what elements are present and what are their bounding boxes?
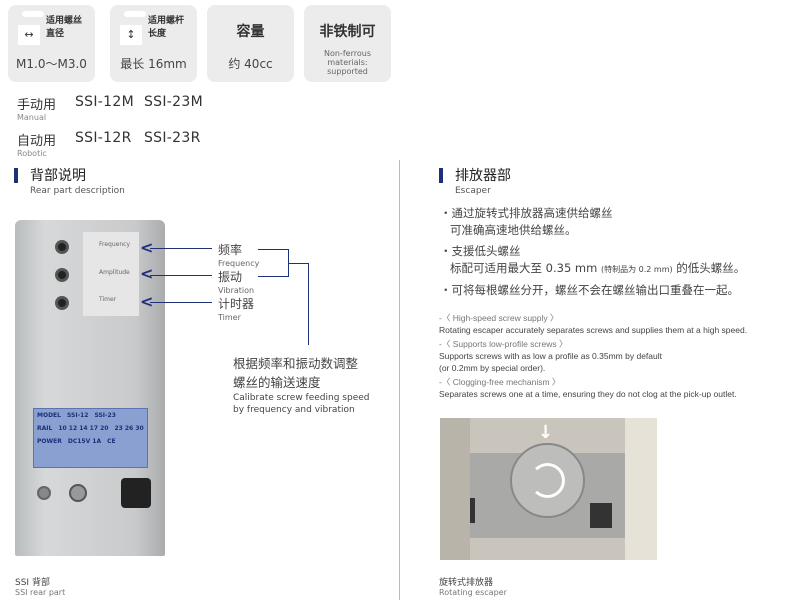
feature-heading: -〈 High-speed screw supply 〉 bbox=[439, 313, 559, 323]
image-caption-en: Rotating escaper bbox=[439, 588, 507, 597]
calibration-note: 根据频率和振动数调整 螺丝的输送速度 Calibrate screw feedi… bbox=[233, 354, 369, 416]
feature-text: ・支援低头螺丝 bbox=[440, 244, 521, 258]
plate-text: RAIL bbox=[37, 425, 53, 432]
spec-card-diameter: ↔ 适用螺丝直径 M1.0～M3.0 bbox=[8, 5, 95, 82]
escaper-features-en: -〈 High-speed screw supply 〉 Rotating es… bbox=[439, 312, 795, 400]
row-sublabel: Manual bbox=[17, 113, 47, 122]
connector-icon bbox=[37, 486, 51, 500]
feature-text: 可准确高速地供给螺丝。 bbox=[450, 223, 577, 237]
feature-body: Supports screws with as low a profile as… bbox=[439, 351, 662, 361]
feature-body: Rotating escaper accurately separates sc… bbox=[439, 325, 748, 335]
device-rear-image: Frequency Amplitude Timer MODEL SSI-12 SSI… bbox=[15, 220, 165, 556]
callout-sublabel: Vibration bbox=[218, 286, 255, 295]
arrow-left-icon: < bbox=[140, 238, 154, 257]
card-label: 适用螺杆 bbox=[148, 16, 185, 26]
note-cn: 螺丝的输送速度 bbox=[233, 375, 321, 390]
feature-text: ・可将每根螺丝分开，螺丝不会在螺丝输出口重叠在一起。 bbox=[440, 283, 739, 297]
spec-card-capacity: 容量 约 40cc bbox=[207, 5, 294, 82]
plate-text: 10 12 14 17 20 bbox=[58, 425, 109, 432]
row-label: 自动用 bbox=[17, 134, 57, 149]
panel-label: Amplitude bbox=[99, 269, 130, 276]
plate-text: SSI-12 bbox=[66, 412, 89, 419]
section-marker bbox=[14, 168, 18, 183]
panel-label: Frequency bbox=[99, 241, 130, 248]
spec-card-nonferrous: 非铁制可 Non-ferrous materials: supported bbox=[304, 5, 391, 82]
plate-text: 23 26 30 bbox=[114, 425, 144, 432]
row-sublabel: Robotic bbox=[17, 149, 47, 158]
card-label: 长度 bbox=[148, 29, 167, 39]
power-socket-icon bbox=[121, 478, 151, 508]
callout-sublabel: Frequency bbox=[218, 259, 260, 268]
callout-label: 振动 bbox=[218, 270, 243, 284]
feature-body: Separates screws one at a time, ensuring… bbox=[439, 389, 737, 399]
feature-body: (or 0.2mm by special order). bbox=[439, 363, 546, 373]
feature-text: ・通过旋转式排放器高速供给螺丝 bbox=[440, 206, 613, 220]
rotate-arrow-icon bbox=[530, 463, 565, 498]
image-caption: 旋转式排放器 bbox=[439, 578, 494, 588]
card-subtitle: Non-ferrous materials: supported bbox=[324, 49, 371, 76]
section-subtitle: Escaper bbox=[455, 186, 491, 196]
card-title: 容量 bbox=[236, 24, 265, 40]
card-label: 适用螺丝 bbox=[46, 16, 83, 26]
note-en: by frequency and vibration bbox=[233, 405, 355, 415]
escaper-features-cn: ・通过旋转式排放器高速供给螺丝 可准确高速地供给螺丝。 ・支援低头螺丝 标配可适… bbox=[440, 205, 790, 299]
callout-sublabel: Timer bbox=[218, 313, 241, 322]
feature-heading: -〈 Clogging-free mechanism 〉 bbox=[439, 377, 561, 387]
escaper-photo: ↓ bbox=[440, 418, 657, 560]
knob bbox=[55, 268, 69, 282]
feature-note: (特制品为 0.2 mm) bbox=[600, 265, 673, 274]
section-title: 背部说明 bbox=[30, 168, 86, 184]
card-title: 非铁制可 bbox=[319, 24, 376, 40]
note-cn: 根据频率和振动数调整 bbox=[233, 356, 359, 371]
section-marker bbox=[439, 168, 443, 183]
section-subtitle: Rear part description bbox=[30, 186, 125, 196]
model-name: SSI-23M bbox=[144, 94, 203, 110]
double-arrow-horizontal-icon: ↔ bbox=[18, 25, 40, 45]
plate-text: MODEL bbox=[37, 412, 61, 419]
arrow-down-icon: ↓ bbox=[538, 422, 554, 443]
arrow-left-icon: < bbox=[140, 264, 154, 283]
card-label: 直径 bbox=[46, 29, 65, 39]
feature-heading: -〈 Supports low-profile screws 〉 bbox=[439, 339, 568, 349]
plate-text: POWER bbox=[37, 438, 62, 445]
image-caption-en: SSI rear part bbox=[15, 588, 66, 597]
card-value: 最长 16mm bbox=[120, 57, 187, 71]
knob bbox=[55, 296, 69, 310]
plate-text: SSI-23 bbox=[94, 412, 116, 419]
card-value: M1.0～M3.0 bbox=[16, 57, 87, 71]
knob bbox=[55, 240, 69, 254]
model-name: SSI-12R bbox=[75, 130, 132, 146]
row-label: 手动用 bbox=[17, 98, 57, 113]
model-name: SSI-12M bbox=[75, 94, 134, 110]
callout-label: 频率 bbox=[218, 243, 243, 257]
section-title: 排放器部 bbox=[455, 168, 511, 184]
ce-mark: CE bbox=[107, 438, 116, 445]
plate-text: DC15V 1A bbox=[67, 438, 102, 445]
card-value: 约 40cc bbox=[228, 57, 273, 71]
model-name: SSI-23R bbox=[144, 130, 201, 146]
arrow-left-icon: < bbox=[140, 292, 154, 311]
column-divider bbox=[399, 160, 400, 600]
feature-text: 标配可适用最大至 0.35 mm bbox=[450, 261, 598, 275]
control-label-panel: Frequency Amplitude Timer bbox=[83, 232, 139, 316]
model-row-robotic: 自动用 Robotic bbox=[17, 130, 56, 158]
note-en: Calibrate screw feeding speed bbox=[233, 393, 370, 403]
rating-plate: MODEL SSI-12 SSI-23 RAIL 10 12 14 17 20 23 2… bbox=[33, 408, 148, 468]
spec-card-length: ↕ 适用螺杆长度 最长 16mm bbox=[110, 5, 197, 82]
feature-text: 的低头螺丝。 bbox=[676, 261, 746, 275]
model-row-manual: 手动用 Manual bbox=[17, 94, 56, 122]
panel-label: Timer bbox=[99, 296, 117, 303]
image-caption: SSI 背部 bbox=[15, 578, 50, 588]
callout-label: 计时器 bbox=[218, 297, 255, 311]
double-arrow-vertical-icon: ↕ bbox=[120, 25, 142, 45]
connector-icon bbox=[69, 484, 87, 502]
